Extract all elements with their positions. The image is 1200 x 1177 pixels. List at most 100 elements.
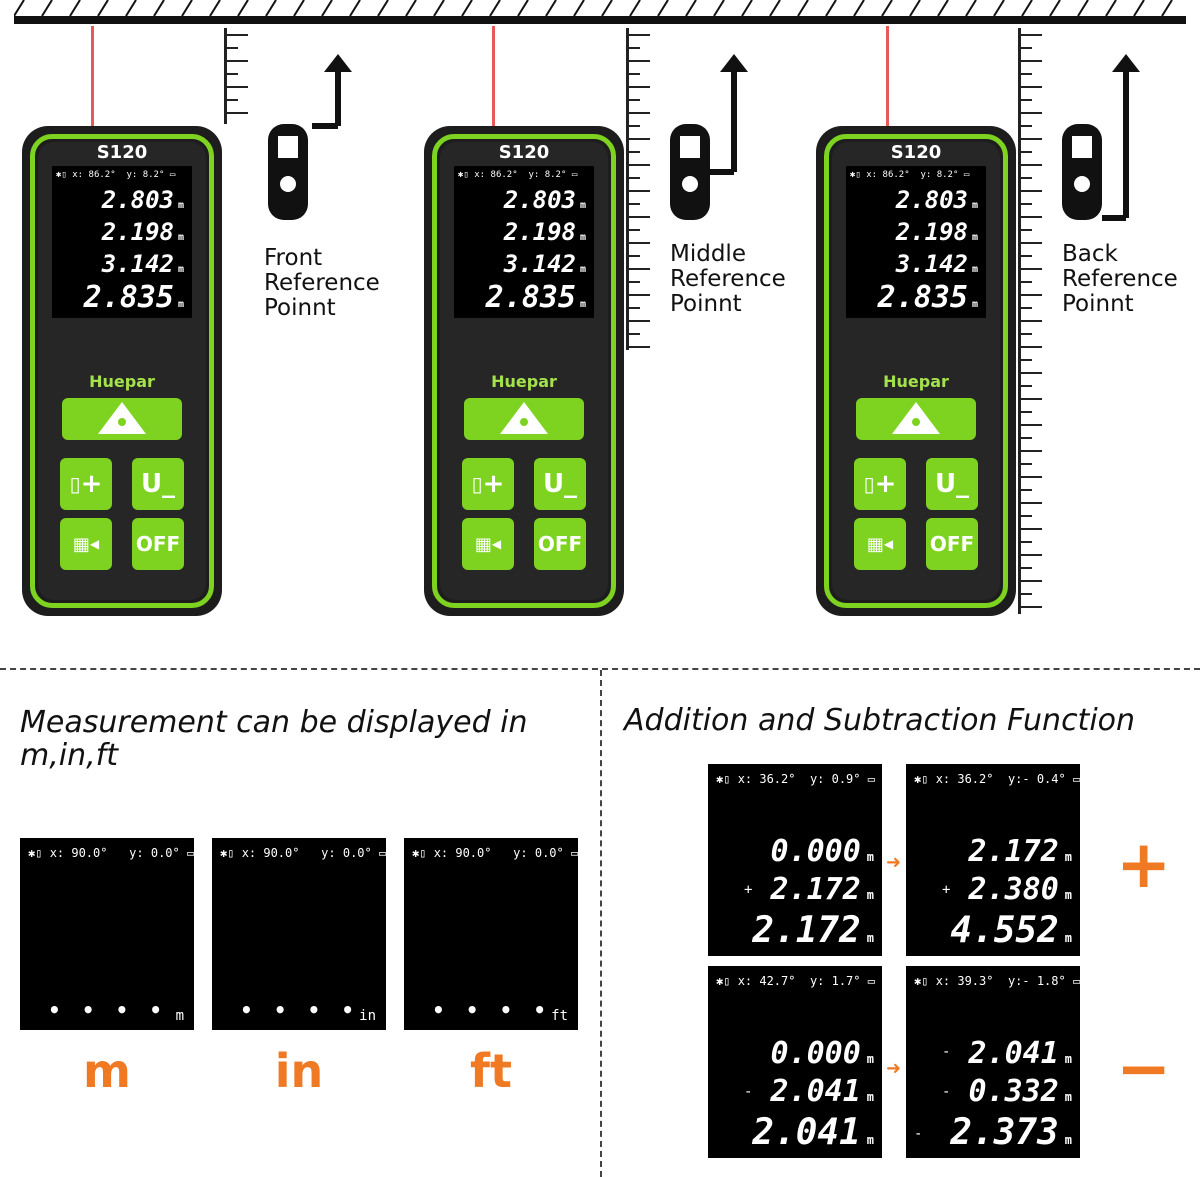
unit-minus-button[interactable]: U_ bbox=[534, 458, 586, 510]
ruler-tick bbox=[1018, 216, 1042, 218]
ruler-tick bbox=[626, 164, 650, 166]
ruler-tick bbox=[1018, 606, 1042, 608]
tilt-icon: ✱▯ bbox=[850, 170, 867, 180]
ruler-tick bbox=[1018, 34, 1042, 36]
ruler-tick bbox=[626, 216, 650, 218]
unit-screen-ft: ✱▯ x: 90.0° y: 0.0° ▭ • • • • • ft bbox=[404, 838, 579, 1046]
mode-sound-button[interactable]: ▦◀ bbox=[60, 518, 112, 570]
unit-minus-button[interactable]: U_ bbox=[926, 458, 978, 510]
ruler-tick bbox=[626, 268, 650, 270]
ruler-tick bbox=[1018, 489, 1032, 491]
ruler-tick bbox=[224, 99, 238, 101]
ruler-tick bbox=[626, 333, 640, 335]
tilt-icon: ✱▯ bbox=[716, 772, 738, 786]
ruler-tick bbox=[1018, 528, 1042, 530]
ruler-tick bbox=[1018, 476, 1042, 478]
ruler-tick bbox=[1018, 112, 1042, 114]
reference-plus-button[interactable]: ▯+ bbox=[462, 458, 514, 510]
mode-sound-button[interactable]: ▦◀ bbox=[854, 518, 906, 570]
unit-minus-button[interactable]: U_ bbox=[132, 458, 184, 510]
ruler-tick bbox=[1018, 437, 1032, 439]
ruler-tick bbox=[1018, 463, 1032, 465]
ruler-tick bbox=[626, 138, 650, 140]
tilt-icon: ✱▯ bbox=[28, 846, 50, 860]
ruler-tick bbox=[224, 86, 248, 88]
measure-button[interactable] bbox=[464, 398, 584, 440]
tilt-icon: ✱▯ bbox=[914, 772, 936, 786]
battery-icon: ▭ bbox=[571, 170, 578, 180]
brand-logo: Huepar bbox=[491, 372, 557, 391]
off-button[interactable]: OFF bbox=[132, 518, 184, 570]
ruler-tick bbox=[626, 151, 640, 153]
speaker-icon: ◀ bbox=[89, 537, 100, 551]
ruler-tick bbox=[1018, 86, 1042, 88]
device-model: S120 bbox=[498, 142, 550, 163]
tilt-icon: ✱▯ bbox=[716, 974, 738, 988]
ruler-tick bbox=[224, 73, 238, 75]
device-model: S120 bbox=[96, 142, 148, 163]
unit-label-ft: ft bbox=[469, 1044, 512, 1098]
ruler-tick bbox=[224, 47, 238, 49]
back-reference-icon bbox=[1062, 54, 1140, 221]
ruler-tick bbox=[1018, 307, 1032, 309]
section-divider-horizontal bbox=[0, 668, 1200, 670]
speaker-icon: ◀ bbox=[491, 537, 502, 551]
battery-icon: ▭ bbox=[169, 170, 176, 180]
measure-button[interactable] bbox=[62, 398, 182, 440]
off-button[interactable]: OFF bbox=[534, 518, 586, 570]
ruler-tick bbox=[1018, 372, 1042, 374]
tilt-icon: ✱▯ bbox=[220, 846, 242, 860]
ruler-tick bbox=[224, 112, 248, 114]
mode-sound-button[interactable]: ▦◀ bbox=[462, 518, 514, 570]
tilt-icon: ✱▯ bbox=[914, 974, 936, 988]
ruler-tick bbox=[1018, 294, 1042, 296]
battery-icon: ▭ bbox=[570, 846, 579, 860]
battery-icon: ▭ bbox=[867, 974, 875, 988]
ruler-tick bbox=[1018, 515, 1032, 517]
middle-reference-icon bbox=[670, 54, 748, 220]
reference-plus-button[interactable]: ▯+ bbox=[854, 458, 906, 510]
ruler-tick bbox=[626, 203, 640, 205]
ruler-tick bbox=[1018, 60, 1042, 62]
section-divider-vertical bbox=[600, 670, 602, 1177]
ruler-tick bbox=[224, 60, 248, 62]
ruler-tick bbox=[1018, 229, 1032, 231]
units-section-title: Measurement can be displayed in m,in,ft bbox=[20, 705, 528, 773]
ruler-tick bbox=[1018, 47, 1032, 49]
reference-plus-button[interactable]: ▯+ bbox=[60, 458, 112, 510]
mode-grid-icon: ▦ bbox=[866, 533, 884, 555]
ruler-tick bbox=[1018, 151, 1032, 153]
ruler-tick bbox=[626, 307, 640, 309]
battery-icon: ▭ bbox=[1072, 974, 1081, 988]
ruler-tick bbox=[626, 47, 640, 49]
ruler-tick bbox=[1018, 177, 1032, 179]
minus-symbol-icon: − bbox=[1116, 1030, 1172, 1107]
ceiling-hatch bbox=[14, 0, 1173, 16]
battery-icon: ▭ bbox=[186, 846, 195, 860]
math-section-title: Addition and Subtraction Function bbox=[624, 703, 1136, 738]
ruler-middle bbox=[626, 28, 656, 350]
unit-label-m: m bbox=[83, 1044, 131, 1098]
ruler-tick bbox=[1018, 333, 1032, 335]
ruler-tick bbox=[626, 125, 640, 127]
ruler-tick bbox=[1018, 398, 1042, 400]
tilt-icon: ✱▯ bbox=[412, 846, 434, 860]
off-button[interactable]: OFF bbox=[926, 518, 978, 570]
ruler-tick bbox=[626, 177, 640, 179]
ruler-tick bbox=[1018, 541, 1032, 543]
ruler-tick bbox=[1018, 385, 1032, 387]
mode-grid-icon: ▦ bbox=[474, 533, 492, 555]
battery-icon: ▭ bbox=[963, 170, 970, 180]
unit-label-in: in bbox=[274, 1044, 324, 1098]
measure-button[interactable] bbox=[856, 398, 976, 440]
ruler-tick bbox=[1018, 450, 1042, 452]
